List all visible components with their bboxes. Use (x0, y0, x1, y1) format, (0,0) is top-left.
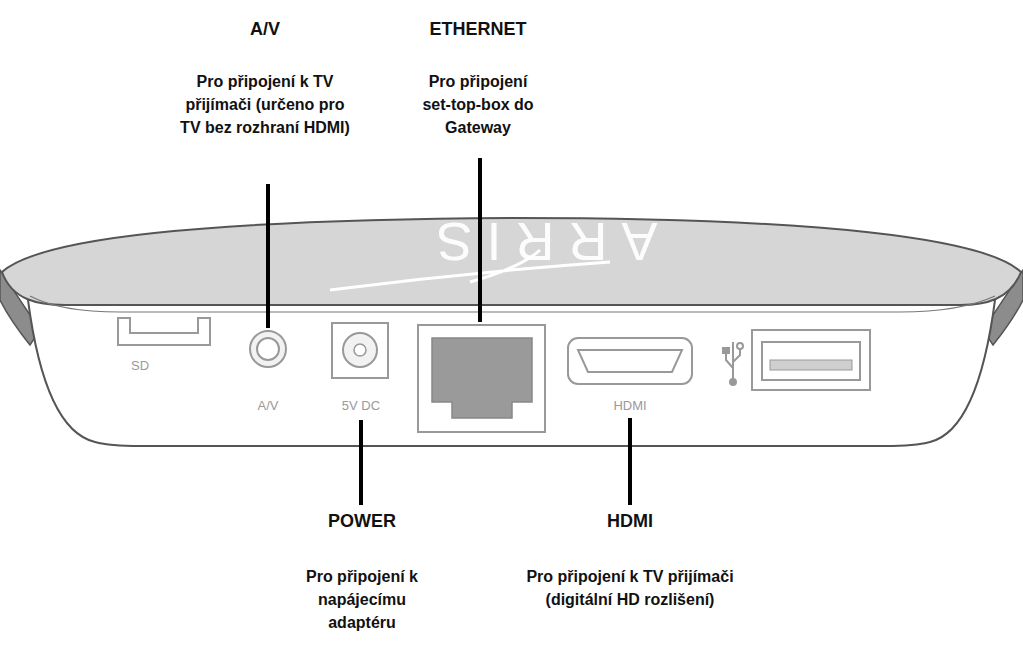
usb-symbol (723, 342, 743, 385)
port-label: 5V DC (331, 398, 391, 413)
av-jack (250, 331, 286, 367)
hdmi-frame (568, 338, 692, 384)
usb-frame (752, 330, 870, 390)
av-jack-hole (257, 338, 279, 360)
power-pin (354, 344, 366, 356)
callout-text: Pro připojení set-top-box do Gateway (413, 70, 543, 139)
lid-edge (30, 296, 995, 312)
ethernet-frame (418, 325, 545, 432)
ethernet-port (432, 338, 532, 418)
brand-logo: ARRIS (410, 212, 670, 272)
port-label: HDMI (600, 398, 660, 413)
hdmi-port (578, 350, 682, 372)
leader-line (266, 184, 270, 328)
callout-text: Pro připojení k TV přijímači (digitální … (523, 565, 738, 611)
leader-line (628, 418, 632, 505)
callout-title: A/V (205, 18, 325, 40)
usb-tongue (770, 360, 852, 370)
sd-slot (118, 318, 210, 345)
power-socket-hole (343, 333, 377, 367)
callout-title: HDMI (570, 510, 690, 532)
front-face (28, 300, 995, 446)
callout-title: POWER (292, 510, 432, 532)
port-label: SD (120, 358, 160, 373)
port-label: A/V (248, 398, 288, 413)
callout-title: ETHERNET (398, 18, 558, 40)
callout-text: Pro připojení k napájecímu adaptéru (297, 565, 427, 634)
leader-line (359, 420, 363, 505)
callout-text: Pro připojení k TV přijímači (určeno pro… (175, 70, 355, 139)
power-socket (332, 323, 388, 378)
usb-port (762, 342, 860, 380)
